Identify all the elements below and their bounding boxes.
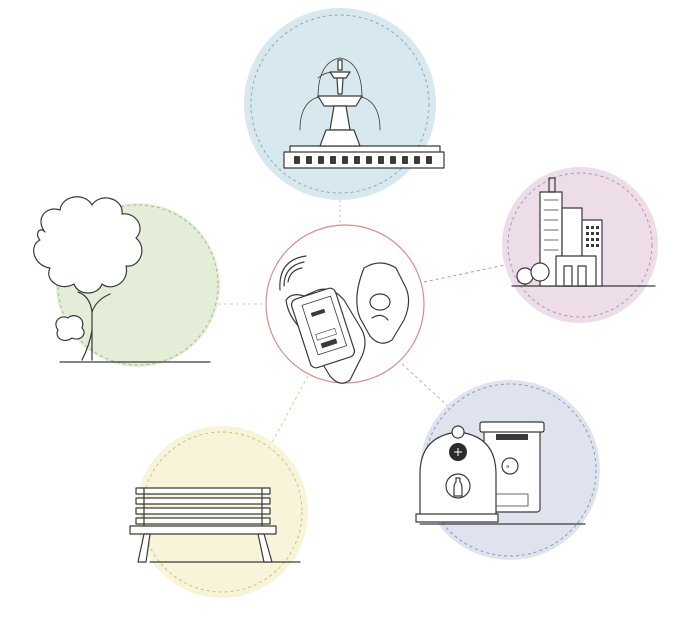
recycling-containers-icon: ♻ xyxy=(415,421,586,525)
tree-node xyxy=(33,196,220,367)
connector-buildings xyxy=(423,264,506,283)
connectors xyxy=(218,200,506,451)
bench-node xyxy=(129,426,308,598)
hand-phone-nfc-icon xyxy=(279,255,410,384)
fountain-node xyxy=(244,8,445,200)
connector-recycling xyxy=(401,363,451,409)
park-bench-icon xyxy=(129,487,301,563)
tree-icon xyxy=(33,196,211,363)
buildings-node xyxy=(502,167,658,323)
connector-bench xyxy=(267,375,309,451)
recycle-symbol-icon: ♻ xyxy=(506,464,510,469)
city-buildings-icon xyxy=(511,177,656,287)
center-node xyxy=(265,224,425,384)
fountain-icon xyxy=(283,57,445,169)
recycling-node: ♻ xyxy=(415,380,600,560)
